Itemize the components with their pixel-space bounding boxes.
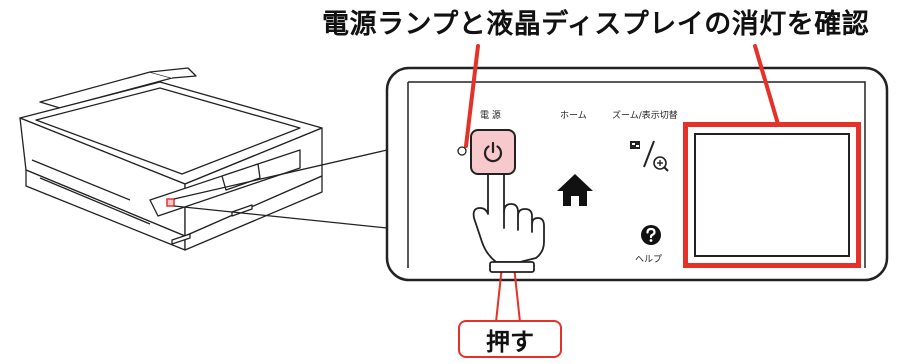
zoom-callout-lines <box>173 149 388 229</box>
power-led <box>457 146 467 156</box>
home-label: ホーム <box>560 111 587 121</box>
zoom-display-button[interactable] <box>628 137 674 175</box>
zoom-display-icon <box>630 140 669 172</box>
printer-illustration <box>19 67 323 251</box>
help-button[interactable] <box>640 224 662 246</box>
home-button[interactable] <box>553 168 597 212</box>
power-label: 電 源 <box>480 111 501 121</box>
push-instruction-label: 押す <box>458 320 562 358</box>
power-icon <box>483 141 503 163</box>
zoom-label: ズーム/表示切替 <box>612 111 678 121</box>
printer-power-indicator <box>166 198 175 207</box>
control-panel-inner-edge <box>407 81 866 268</box>
lcd-display-highlight <box>683 122 861 268</box>
help-icon <box>641 225 661 245</box>
hand-pointer-icon <box>472 161 545 273</box>
lcd-display-screen <box>694 133 850 257</box>
power-button[interactable] <box>470 129 516 175</box>
home-icon <box>557 174 593 206</box>
page-title: 電源ランプと液晶ディスプレイの消灯を確認 <box>322 9 870 40</box>
help-label: ヘルプ <box>635 255 663 265</box>
title-pointer-lines <box>464 44 780 148</box>
push-pointer-lines <box>495 265 521 323</box>
